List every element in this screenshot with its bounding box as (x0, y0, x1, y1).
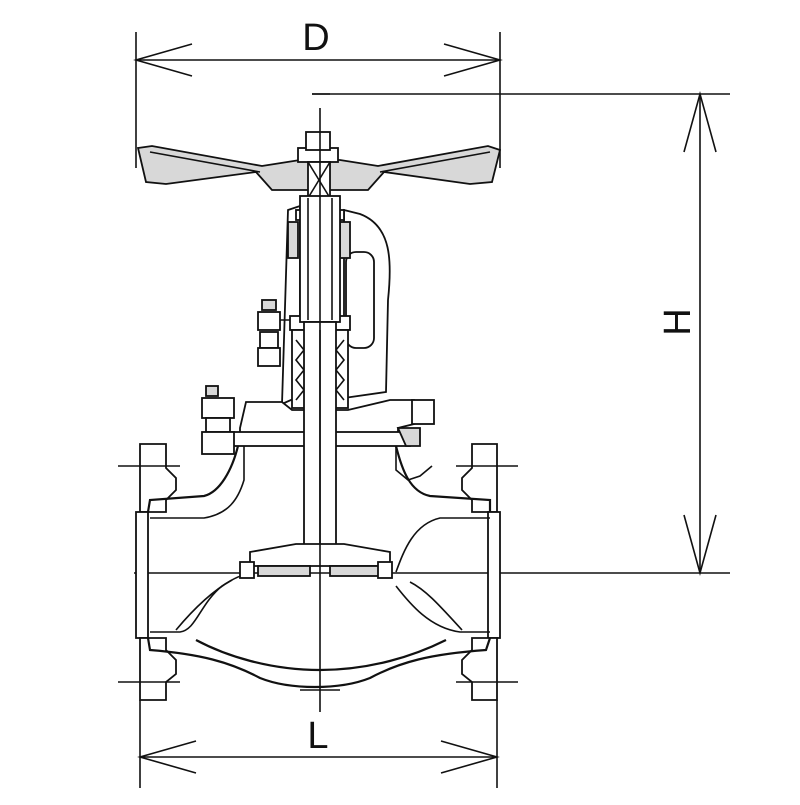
bonnet-bolt-nut-lower (201, 431, 235, 455)
gland-bolt (257, 299, 300, 367)
handwheel-rim-edge (149, 151, 491, 173)
arrowhead-d-right (443, 43, 503, 77)
stem-square-cross-b (307, 161, 331, 199)
bonnet-bolt (201, 385, 235, 455)
body-inner-right-upper (395, 517, 490, 573)
valve-body (135, 443, 501, 701)
seat-edge-left (239, 561, 255, 579)
left-flange-face (135, 511, 149, 639)
seat-ring-left (257, 565, 311, 577)
yoke-bushing-right (339, 221, 351, 259)
handwheel (136, 131, 502, 199)
gland-bolt-shank (259, 331, 279, 349)
right-flange-bottom (461, 637, 498, 701)
bonnet-bolt-shank (205, 417, 231, 433)
handwheel-nut-top (305, 131, 331, 151)
body-neck (243, 446, 433, 481)
body-web-right (409, 581, 463, 631)
dimension-d: D (133, 17, 503, 168)
bonnet-lug-right (411, 399, 435, 425)
yoke-bushing-left (287, 221, 299, 259)
left-flange-bottom (139, 637, 177, 701)
body-inner-left-upper (150, 452, 245, 519)
body-outer-top (146, 445, 492, 513)
dimension-label-l: L (307, 715, 328, 757)
yoke-window (345, 251, 375, 349)
gland-bolt-nut-upper (257, 311, 281, 331)
arrowhead-h-top (683, 90, 717, 153)
flange-bolt-centerlines (118, 465, 518, 683)
bonnet-bolt-nut-upper (201, 397, 235, 419)
dimension-label-d: D (302, 17, 329, 59)
body-outer-bottom (146, 637, 492, 689)
left-flange-top (139, 443, 177, 513)
bonnet-gasket (396, 427, 421, 447)
body-inner-right-lower (395, 585, 490, 633)
arrowhead-h-bottom (683, 514, 717, 577)
dimension-h: H (134, 90, 730, 577)
right-flange-face (487, 511, 501, 639)
seat-edge-right (377, 561, 393, 579)
body-web-left (175, 579, 233, 631)
body-inner-left-lower (150, 573, 251, 633)
arrowhead-d-left (133, 43, 193, 77)
gland-bolt-nut-lower (257, 347, 281, 367)
bonnet-bolt-head (205, 385, 219, 397)
right-flange-top (461, 443, 498, 513)
dimension-l: L (137, 700, 500, 788)
seat-ring-right (329, 565, 383, 577)
dimension-label-h: H (657, 308, 699, 335)
arrowhead-l-right (440, 740, 500, 774)
arrowhead-l-left (137, 740, 197, 774)
gland-bolt-head (261, 299, 277, 311)
